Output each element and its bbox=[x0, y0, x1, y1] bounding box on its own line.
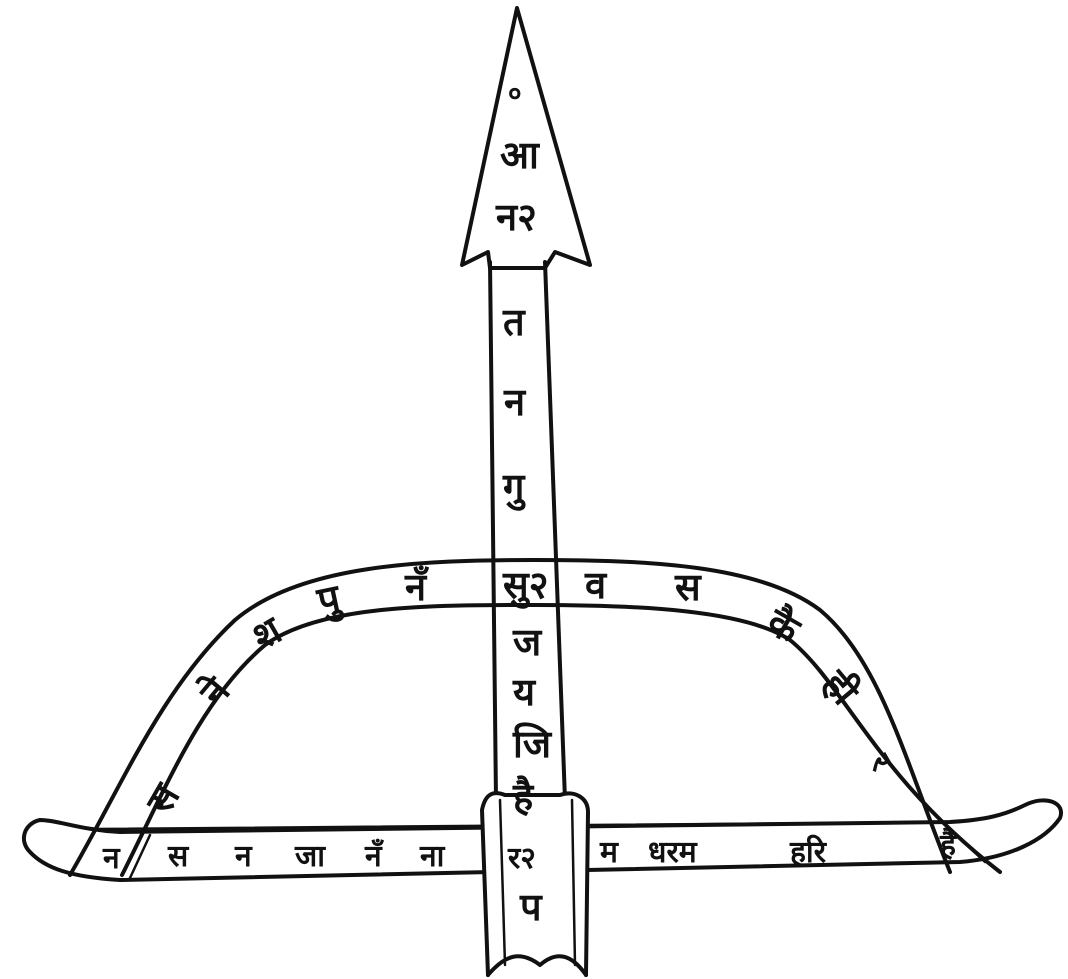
arc-left-glyph-2: ने bbox=[190, 667, 240, 714]
string-glyph-9: हरि bbox=[789, 834, 828, 870]
arc-left-glyph-1: स bbox=[136, 775, 189, 822]
arc-right-glyph-1: व bbox=[584, 562, 608, 607]
arc-left-glyph-4: पु bbox=[312, 574, 346, 625]
arrow-shaft-glyph-4: सु२ bbox=[502, 562, 548, 609]
arrow-shaft-glyph-2: न bbox=[503, 379, 527, 424]
string-glyph-10: है bbox=[939, 827, 957, 863]
arc-left-glyph-5: नँ bbox=[404, 564, 430, 609]
arrow-shaft-right-edge bbox=[545, 262, 565, 800]
arrow-shaft-glyph-6: य bbox=[512, 669, 537, 714]
string-glyph-7: म bbox=[599, 835, 619, 870]
arrow-shaft-glyph-1: त bbox=[502, 299, 526, 344]
arrow-shaft-glyph-9: र२ bbox=[507, 841, 536, 876]
arrow-shaft-glyph-5: ज bbox=[512, 619, 543, 664]
arc-right-glyph-4: ही bbox=[813, 660, 868, 714]
arrow-tip-glyph-1: आ bbox=[500, 132, 540, 177]
arc-right-glyph-3: कै bbox=[759, 598, 809, 653]
arrow-tip-glyph-2: न२ bbox=[495, 194, 537, 239]
arrow-shaft-glyph-7: जि bbox=[512, 721, 553, 766]
arrow-shaft-glyph-8: है bbox=[512, 774, 535, 819]
arrow-shaft-glyph-3: गु bbox=[502, 464, 526, 511]
string-glyph-3: न bbox=[234, 839, 253, 874]
string-glyph-1: न bbox=[102, 841, 121, 876]
arrow-shaft-glyph-10: प bbox=[519, 884, 543, 929]
arrow-tip-zero: ० bbox=[508, 79, 522, 109]
arc-right-glyph-2: स bbox=[674, 564, 702, 609]
string-glyph-2: स bbox=[167, 839, 190, 874]
string-glyph-4: जा bbox=[294, 839, 326, 874]
arrow-shaft-left-edge bbox=[490, 262, 496, 800]
string-glyph-5: नँ bbox=[364, 838, 384, 874]
string-glyph-8: धरम bbox=[648, 835, 698, 870]
string-glyph-6: ना bbox=[419, 839, 446, 874]
